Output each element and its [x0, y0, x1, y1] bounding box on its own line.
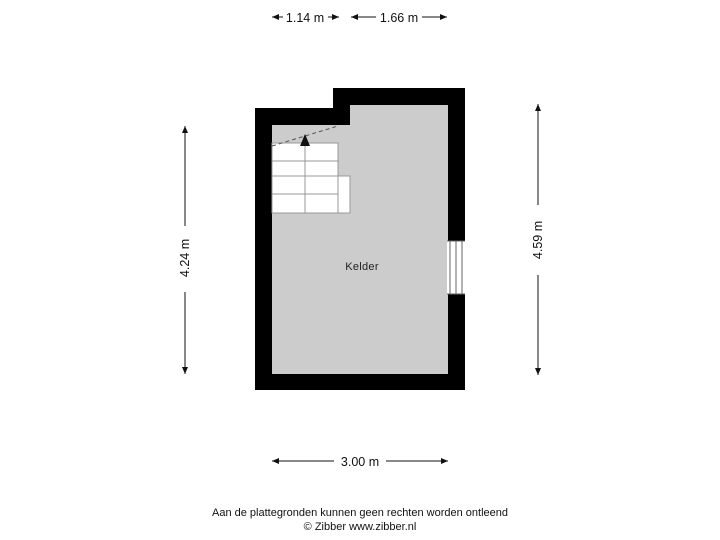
- dimension-right: 4.59 m: [531, 104, 545, 375]
- dimension-left-label: 4.24 m: [178, 239, 192, 277]
- copyright-text: © Zibber www.zibber.nl: [303, 521, 417, 533]
- dimension-bottom-label: 3.00 m: [341, 455, 379, 469]
- staircase: [271, 125, 351, 214]
- dimension-top-left: 1.14 m: [272, 11, 339, 25]
- dimension-bottom: 3.00 m: [272, 455, 448, 469]
- dimension-left: 4.24 m: [178, 126, 192, 374]
- window: [447, 240, 465, 295]
- dimension-top-right-label: 1.66 m: [380, 11, 418, 25]
- room-label: Kelder: [345, 261, 379, 273]
- disclaimer-text: Aan de plattegronden kunnen geen rechten…: [211, 507, 508, 519]
- dimension-top-right: 1.66 m: [351, 11, 447, 25]
- dimension-top-left-label: 1.14 m: [286, 11, 324, 25]
- stair-direction-arrow-icon: [300, 134, 310, 146]
- dimension-right-label: 4.59 m: [531, 221, 545, 259]
